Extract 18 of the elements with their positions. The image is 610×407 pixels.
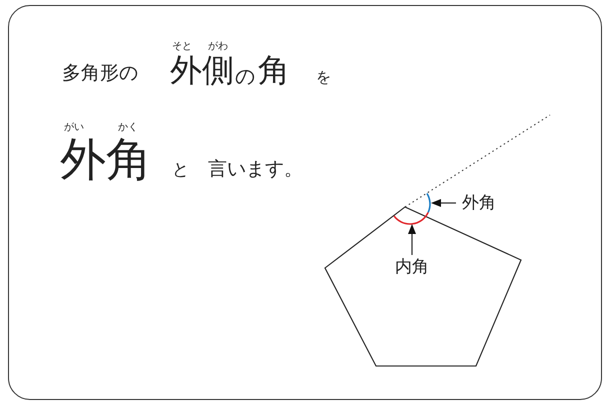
arrow [431, 199, 456, 207]
angle-label: 外角 [462, 194, 496, 212]
sentence-text: を [316, 70, 331, 85]
furigana: かく [118, 123, 138, 133]
furigana: がわ [208, 42, 228, 52]
angle-label: 内角 [395, 258, 429, 276]
sentence-text: 多角形の [62, 64, 138, 83]
key-term: 外側 [170, 54, 234, 86]
sentence-text: の [235, 66, 255, 86]
furigana: がい [64, 123, 84, 133]
exterior-angle-arc [426, 193, 431, 213]
key-term: 外角 [60, 136, 152, 182]
key-term: 角 [258, 54, 290, 86]
sentence-text: と [172, 162, 189, 179]
furigana: そと [172, 42, 192, 52]
interior-angle-arc [393, 212, 429, 225]
arrow [408, 224, 416, 256]
sentence-text: 言います。 [208, 160, 303, 179]
